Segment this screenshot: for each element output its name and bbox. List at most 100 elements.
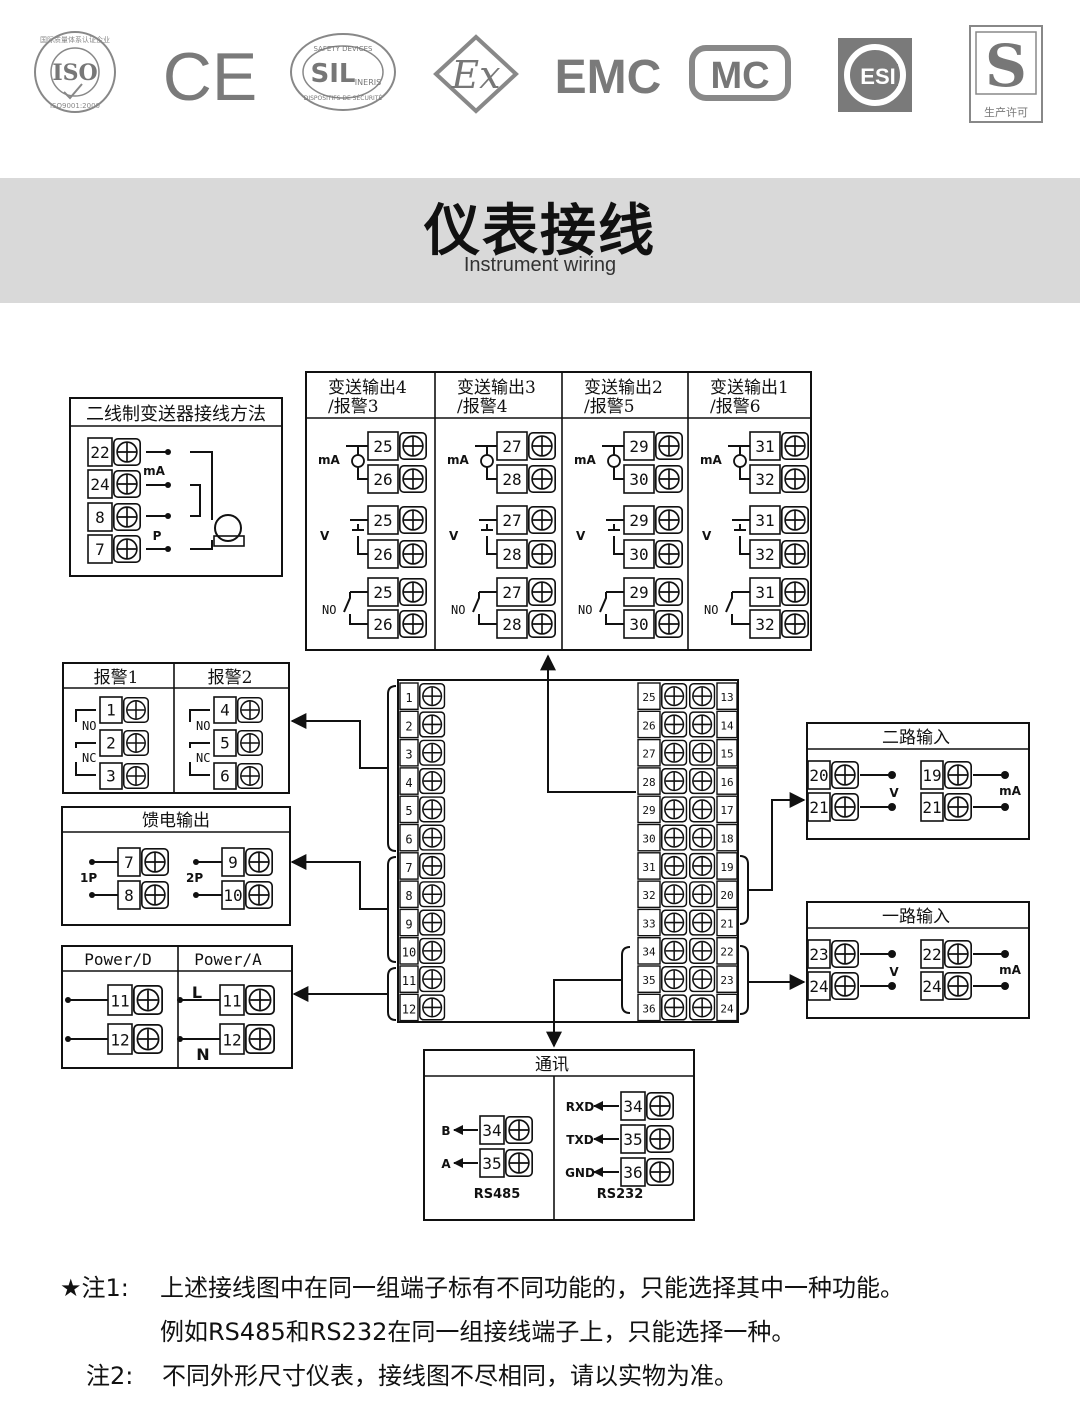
alarm-terminal: 2	[106, 734, 116, 753]
transmit-v-wire-bottom	[357, 536, 368, 555]
input2-dot	[1001, 771, 1009, 779]
alarm-nc-wire	[75, 762, 96, 776]
transmit-terminal: 28	[502, 470, 521, 489]
input2-dot	[888, 771, 896, 779]
main-left-number-cell	[399, 993, 419, 1022]
screw-terminal-icon	[655, 540, 683, 568]
screw-terminal-icon	[113, 535, 141, 563]
battery-icon	[352, 524, 364, 531]
screw-terminal-icon	[689, 824, 716, 851]
main-right-outer-cell	[716, 767, 738, 795]
screw-terminal-icon	[661, 824, 688, 851]
alarm-no-label: NO	[82, 719, 96, 733]
transmitter-base-icon	[213, 535, 245, 547]
alarm-nc-wire	[189, 762, 210, 776]
transmit-no-wire-bottom	[478, 614, 497, 625]
power-a-title: Power/A	[194, 950, 262, 969]
alarm-nc-label: NC	[82, 751, 96, 765]
terminal-number-cell	[87, 469, 113, 499]
screw-terminal-icon	[661, 937, 688, 964]
main-left-number-cell	[399, 738, 419, 767]
brace-right-2	[739, 945, 749, 1015]
transmit-column-title: 变送输出2	[584, 378, 663, 398]
main-right-number-cell	[637, 682, 661, 710]
main-right-outer-cell	[716, 795, 738, 824]
main-left-terminal: 1	[405, 691, 412, 705]
main-left-number-cell	[399, 965, 419, 993]
screw-terminal-icon	[141, 881, 169, 909]
qs-text: S	[985, 32, 1027, 100]
two-wire-ma-label: mA	[143, 464, 166, 478]
transmit-terminal: 31	[755, 437, 774, 456]
main-right-inner-terminal: 30	[642, 833, 655, 846]
transmit-column-title: 变送输出4	[328, 378, 407, 398]
screw-terminal-icon	[655, 465, 683, 493]
two-wire-dot	[165, 513, 171, 519]
screw-terminal-icon	[781, 578, 809, 606]
sil-mid-text: INERIS	[355, 78, 381, 87]
note2-prefix: 注2:	[86, 1362, 134, 1390]
screw-terminal-icon	[944, 940, 972, 968]
screw-terminal-icon	[419, 852, 446, 880]
section-banner: 仪表接线 Instrument wiring	[0, 178, 1080, 303]
transmit-ma-lead	[346, 445, 359, 455]
main-left-terminal: 12	[402, 1002, 416, 1016]
main-right-number-cell	[637, 710, 661, 739]
transmit-no-label: NO	[322, 603, 336, 617]
screw-terminal-icon	[419, 824, 446, 851]
transmit-terminal: 25	[373, 511, 392, 530]
transmit-terminal: 30	[629, 545, 648, 564]
main-left-terminal: 11	[402, 974, 416, 988]
arrow-to-feed	[290, 854, 388, 910]
screw-terminal-icon	[944, 761, 972, 789]
main-right-number-cell	[637, 738, 661, 767]
notes: ★注1: 上述接线图中在同一组端子标有不同功能的，只能选择其中一种功能。 例如R…	[0, 1262, 1080, 1402]
esi-logo: ESI	[838, 38, 912, 112]
screw-terminal-icon	[133, 1024, 163, 1054]
screw-terminal-icon	[237, 763, 263, 789]
two-wire-wire-bottom	[190, 540, 213, 550]
transmit-frame	[305, 371, 812, 651]
brace-right-1	[739, 855, 749, 925]
comm-title: 通讯	[535, 1055, 569, 1075]
main-right-outer-terminal: 24	[720, 1002, 734, 1015]
terminal-number-cell	[99, 762, 123, 790]
input2-ma-label: mA	[999, 784, 1022, 798]
mc-logo: MC	[689, 45, 791, 101]
screw-terminal-icon	[944, 793, 972, 821]
battery-icon	[608, 524, 620, 531]
input1-dot	[1001, 982, 1009, 990]
screw-terminal-icon	[245, 881, 273, 909]
screw-terminal-icon	[944, 972, 972, 1000]
alarm-no-wire	[75, 709, 96, 722]
feed-dot	[193, 859, 199, 865]
transmit-column-subtitle: /报警4	[457, 397, 508, 417]
transmit-column-subtitle: /报警5	[584, 397, 635, 417]
screw-terminal-icon	[689, 881, 716, 908]
input2-title: 二路输入	[882, 728, 950, 748]
screw-terminal-icon	[123, 697, 149, 723]
transmit-terminal: 27	[502, 437, 521, 456]
main-right-outer-terminal: 20	[720, 889, 733, 902]
screw-terminal-icon	[661, 739, 688, 766]
terminal-number-cell	[99, 729, 123, 757]
screw-terminal-icon	[689, 711, 716, 738]
alarm-terminal: 1	[106, 701, 116, 720]
screw-terminal-icon	[419, 909, 446, 936]
screw-terminal-icon	[528, 540, 556, 568]
transmit-terminal: 30	[629, 470, 648, 489]
screw-terminal-icon	[831, 972, 859, 1000]
transmit-terminal: 27	[502, 511, 521, 530]
transmit-terminal: 32	[755, 615, 774, 634]
screw-terminal-icon	[245, 1024, 275, 1054]
screw-terminal-icon	[781, 432, 809, 460]
relay-contact-icon	[599, 592, 607, 613]
power-d-title: Power/D	[84, 950, 151, 969]
terminal-number-cell	[99, 696, 123, 724]
battery-icon	[481, 524, 493, 531]
main-right-number-cell	[637, 965, 661, 993]
screw-terminal-icon	[123, 763, 149, 789]
